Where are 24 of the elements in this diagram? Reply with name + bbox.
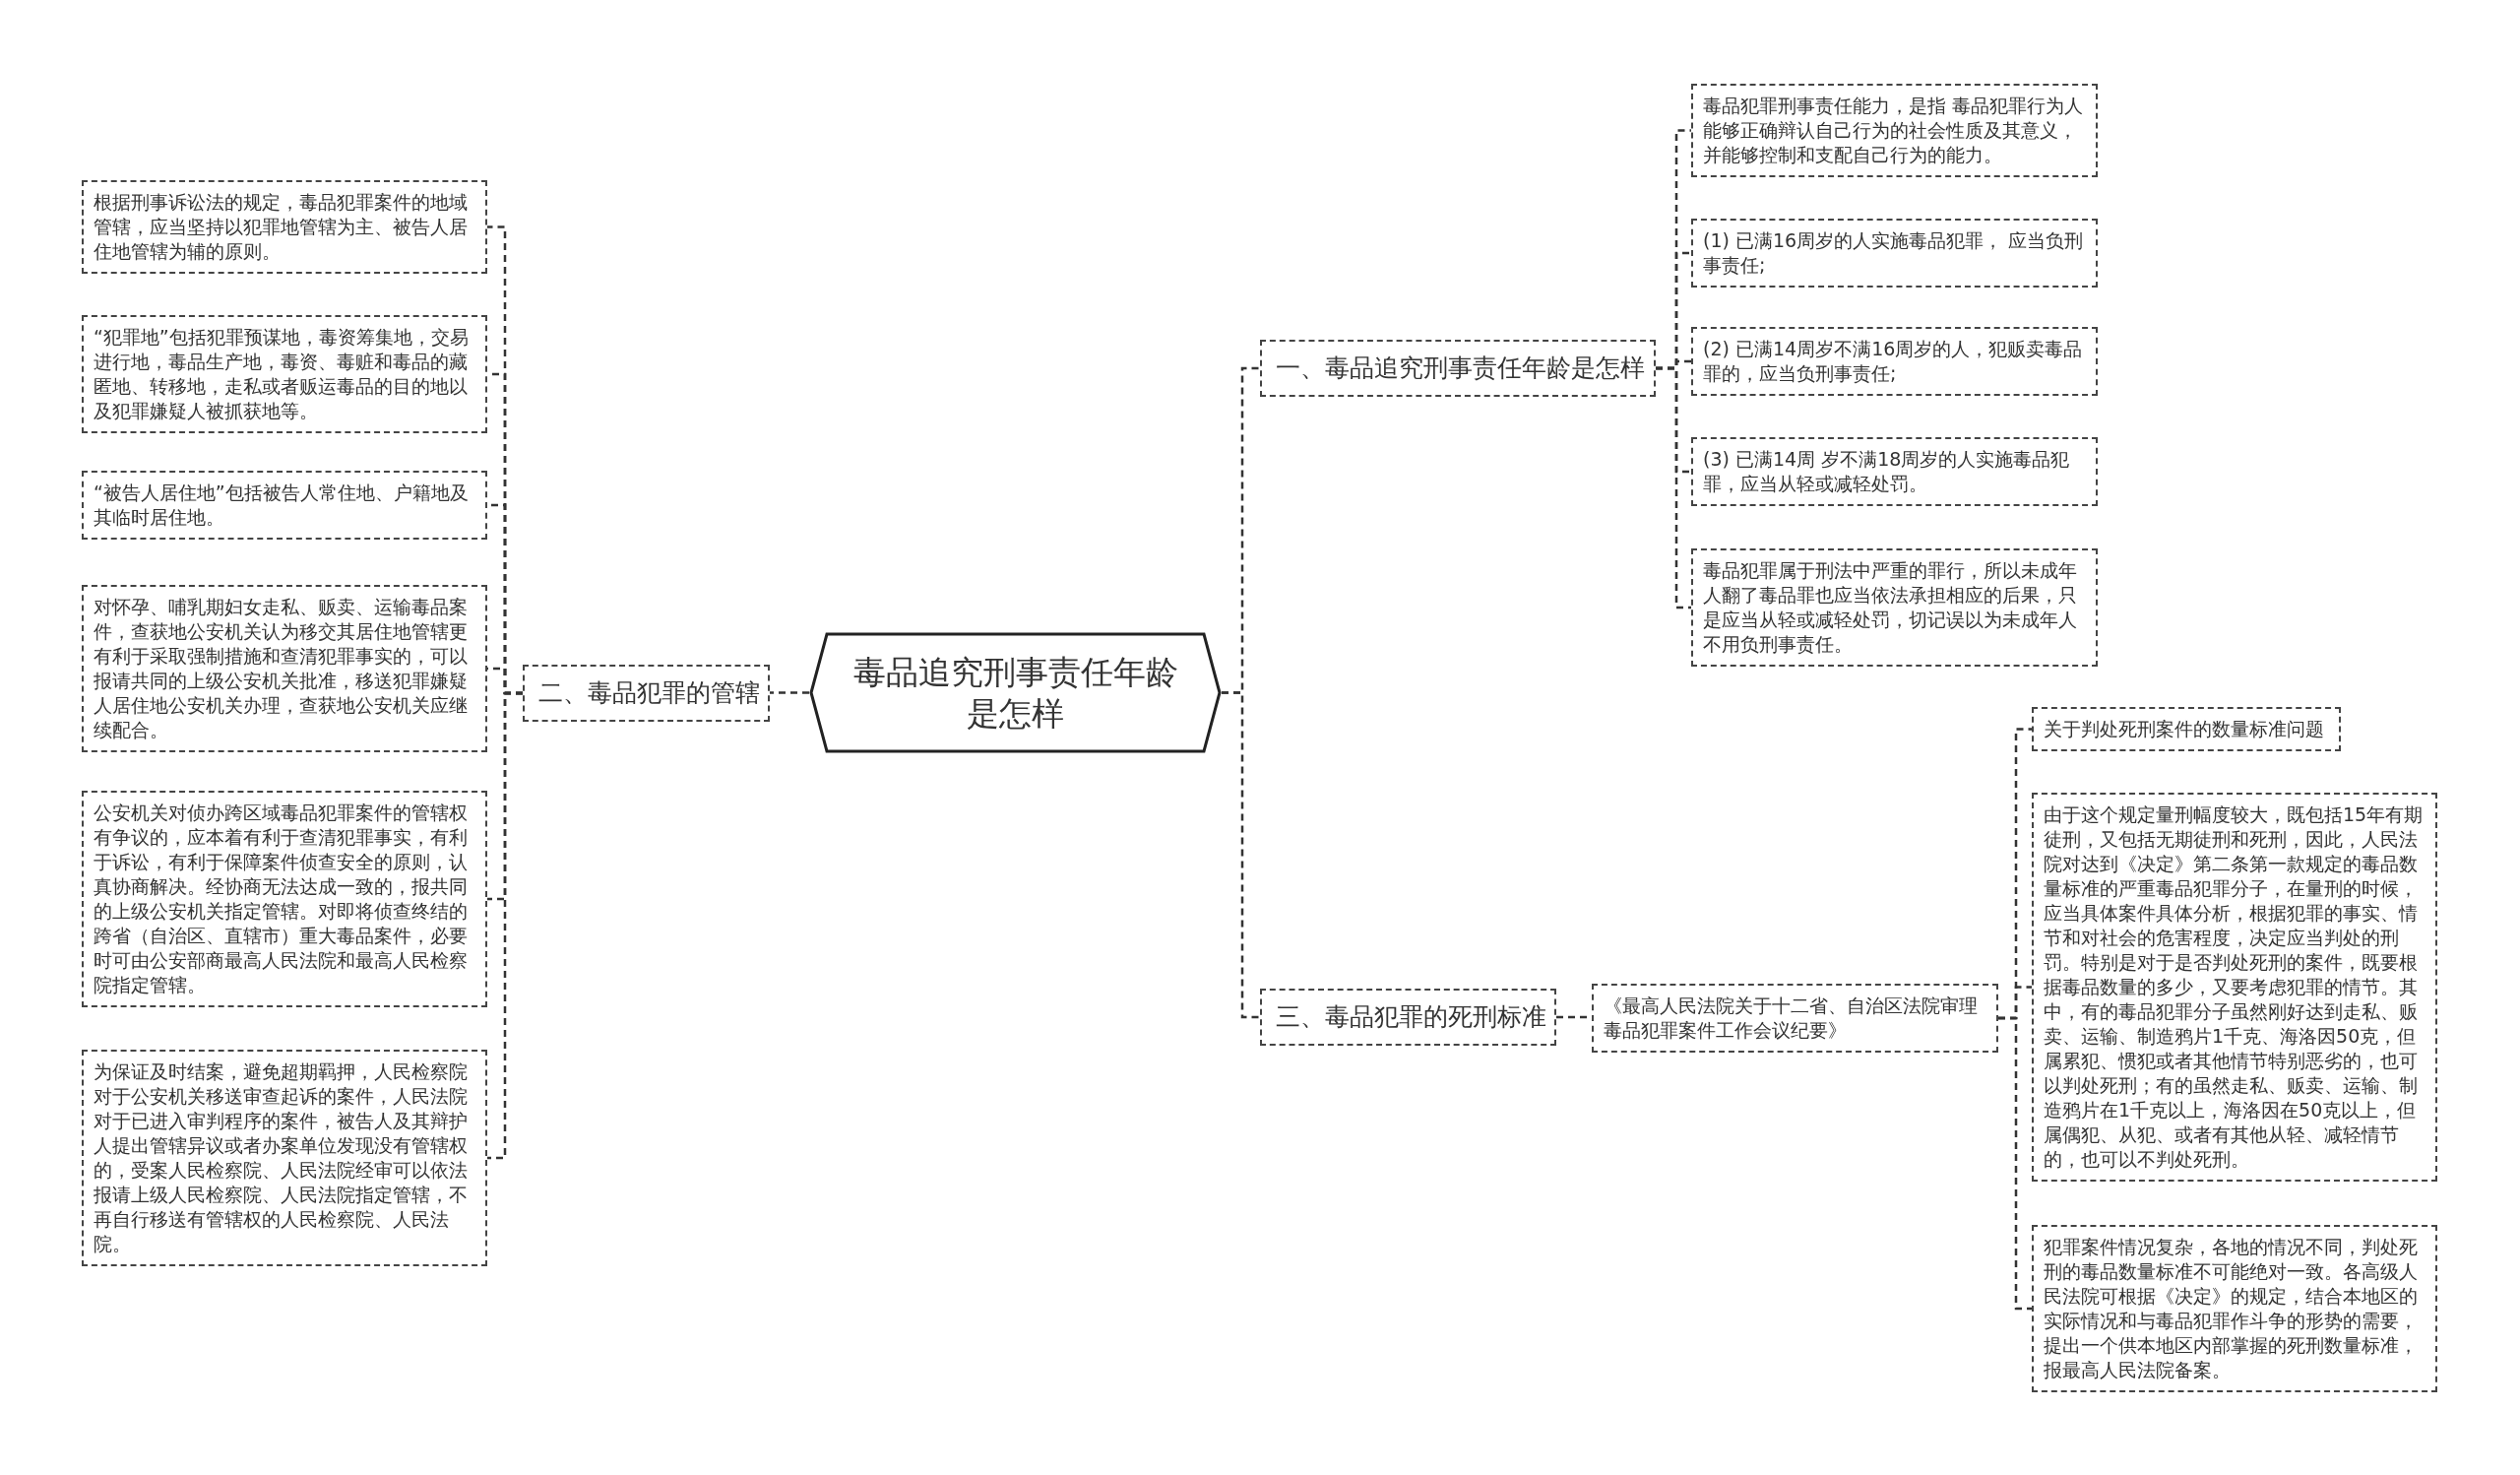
topic-box: 二、毒品犯罪的管辖 [523, 665, 770, 722]
topic-box: 一、毒品追究刑事责任年龄是怎样 [1260, 340, 1656, 397]
text-box: “犯罪地”包括犯罪预谋地，毒资筹集地，交易进行地，毒品生产地，毒资、毒赃和毒品的藏匿地、转移地，走私或者贩运毒品的目的地以及犯罪嫌疑人被抓获地等。 [82, 315, 487, 433]
text-box: 根据刑事诉讼法的规定，毒品犯罪案件的地域管辖，应当坚持以犯罪地管辖为主、被告人居住地管辖为辅的原则。 [82, 180, 487, 274]
text-box: (1) 已满16周岁的人实施毒品犯罪， 应当负刑事责任; [1691, 219, 2098, 288]
central-topic: 毒品追究刑事责任年龄是怎样 [809, 632, 1222, 753]
text-box: 为保证及时结案，避免超期羁押，人民检察院对于公安机关移送审查起诉的案件，人民法院对于已进入审判程序的案件，被告人及其辩护人提出管辖异议或者办案单位发现没有管辖权的，受案人民检察院、人民法院经审可以依法报请上级人民检察院、人民法院指定管辖，不再自行移送有管辖权的人民检察院、人民法院。 [82, 1050, 487, 1266]
topic-box: 三、毒品犯罪的死刑标准 [1260, 989, 1556, 1046]
connector [1998, 1016, 2032, 1311]
connector [1656, 366, 1691, 609]
text-box: 毒品犯罪刑事责任能力，是指 毒品犯罪行为人能够正确辩认自己行为的社会性质及其意义，并能够控制和支配自己行为的能力。 [1691, 84, 2098, 177]
text-box: 公安机关对侦办跨区域毒品犯罪案件的管辖权有争议的，应本着有利于查清犯罪事实，有利于诉讼，有利于保障案件侦查安全的原则，认真协商解决。经协商无法达成一致的，报共同的上级公安机关指定管辖。对即将侦查终结的跨省（自治区、直辖市）重大毒品案件，必要时可由公安部商最高人民法院和最高人民检察院指定管辖。 [82, 791, 487, 1007]
connector [1222, 691, 1260, 1019]
text-box: 《最高人民法院关于十二省、自治区法院审理毒品犯罪案件工作会议纪要》 [1592, 984, 1998, 1053]
text-box: 对怀孕、哺乳期妇女走私、贩卖、运输毒品案件，查获地公安机关认为移交其居住地管辖更有利于采取强制措施和查清犯罪事实的，可以报请共同的上级公安机关批准，移送犯罪嫌疑人居住地公安机关办理，查获地公安机关应继续配合。 [82, 585, 487, 752]
text-box: (2) 已满14周岁不满16周岁的人，犯贩卖毒品罪的，应当负刑事责任; [1691, 327, 2098, 396]
text-box: 毒品犯罪属于刑法中严重的罪行，所以未成年人翻了毒品罪也应当依法承担相应的后果，只是应当从轻或减轻处罚，切记误以为未成年人不用负刑事责任。 [1691, 548, 2098, 667]
connector [770, 691, 809, 694]
text-box: “被告人居住地”包括被告人常住地、户籍地及其临时居住地。 [82, 471, 487, 540]
text-box: 关于判处死刑案件的数量标准问题 [2032, 707, 2341, 751]
text-box: 由于这个规定量刑幅度较大，既包括15年有期徒刑，又包括无期徒刑和死刑，因此，人民法院对达到《决定》第二条第一款规定的毒品数量标准的严重毒品犯罪分子，在量刑的时候，应当具体案件具体分析，根据犯罪的事实、情节和对社会的危害程度，决定应当判处的刑罚。特别是对于是否判处死刑的案件，既要根据毒品数量的多少，又要考虑犯罪的情节。其中，有的毒品犯罪分子虽然刚好达到走私、贩卖、运输、制造鸦片1千克、海洛因50克，但属累犯、惯犯或者其他情节特别恶劣的，也可以判处死刑；有的虽然走私、贩卖、运输、制造鸦片在1千克以上，海洛因在50克以上，但属偶犯、从犯、或者有其他从轻、减轻情节的，也可以不判处死刑。 [2032, 793, 2437, 1182]
connector [487, 691, 523, 1160]
text-box: 犯罪案件情况复杂，各地的情况不同，判处死刑的毒品数量标准不可能绝对一致。各高级人民法院可根据《决定》的规定，结合本地区的实际情况和与毒品犯罪作斗争的形势的需要，提出一个供本地区内部掌握的死刑数量标准，报最高人民法院备案。 [2032, 1225, 2437, 1392]
text-box: (3) 已满14周 岁不满18周岁的人实施毒品犯罪，应当从轻或减轻处罚。 [1691, 437, 2098, 506]
